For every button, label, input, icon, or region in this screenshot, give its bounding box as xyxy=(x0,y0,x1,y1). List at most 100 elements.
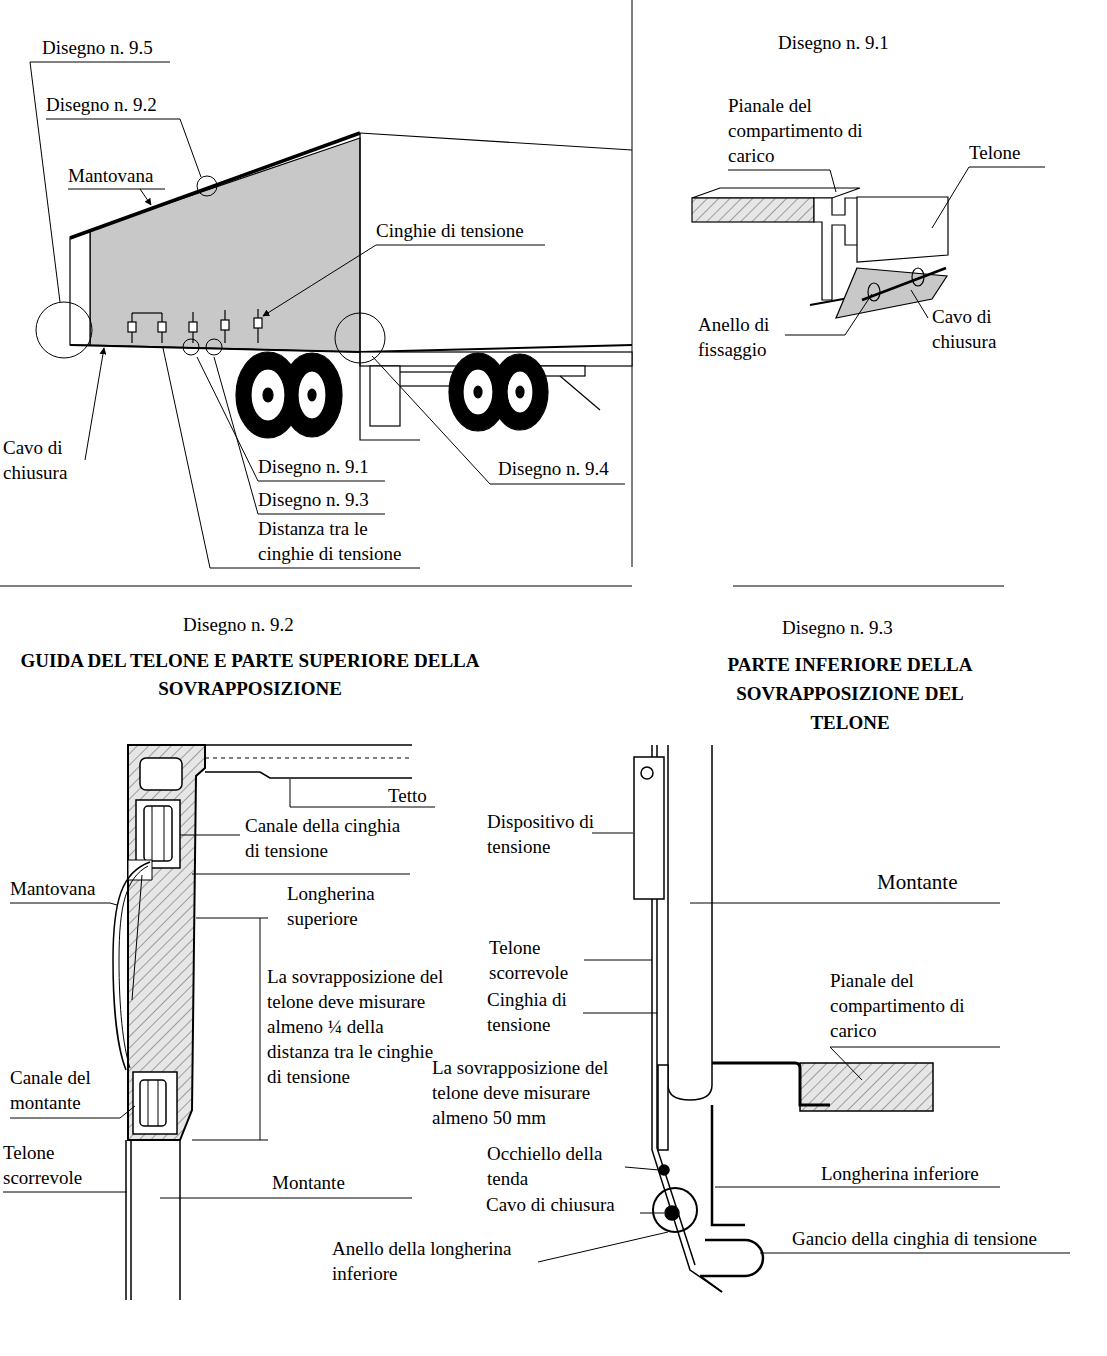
part-label: Distanza tra le cinghie di tensione xyxy=(258,516,428,566)
lower-rail-section xyxy=(653,1188,697,1232)
trailer-illustration xyxy=(70,231,90,345)
dimension-line xyxy=(192,918,268,1140)
leader-line xyxy=(728,170,836,192)
upper-rail-section xyxy=(164,806,165,861)
lower-rail-section xyxy=(641,767,653,779)
part-label: Longherina inferiore xyxy=(821,1161,979,1186)
part-label: Longherina superiore xyxy=(287,881,407,931)
upper-rail-section xyxy=(152,806,153,861)
floor-detail-illustration xyxy=(912,268,924,286)
leader-line xyxy=(830,1047,1000,1080)
leader-line xyxy=(760,1253,1070,1254)
floor-detail-illustration xyxy=(692,188,948,318)
leader-line xyxy=(715,1187,1000,1188)
upper-rail-section xyxy=(140,758,182,790)
part-label: Occhiello della tenda xyxy=(487,1141,637,1191)
part-label: Disegno n. 9.3 xyxy=(258,487,369,512)
part-label: Tetto xyxy=(388,783,427,808)
leader-line xyxy=(728,167,1045,335)
detail-circle xyxy=(206,339,222,355)
trailer-illustration xyxy=(540,366,585,376)
lower-rail-section xyxy=(700,1240,763,1276)
trailer-illustration xyxy=(474,386,482,398)
part-label: Pianale del compartimento di carico xyxy=(728,93,870,168)
leader-line xyxy=(290,779,435,807)
tension-strap-symbol xyxy=(189,322,197,332)
lower-rail-section xyxy=(700,1276,722,1292)
trailer-illustration xyxy=(560,376,600,410)
upper-rail-section xyxy=(130,1140,132,1300)
trailer-illustration xyxy=(308,389,316,401)
trailer-illustration xyxy=(70,133,632,440)
leader-line xyxy=(160,1198,412,1199)
part-label: Canale del montante xyxy=(10,1065,140,1115)
part-label: Cavo di chiusura xyxy=(3,435,103,485)
leader-line xyxy=(583,1013,657,1014)
lower-rail-section xyxy=(659,1165,669,1175)
part-label: Disegno n. 9.4 xyxy=(498,456,609,481)
tension-strap-symbol xyxy=(254,318,262,328)
dimension-line xyxy=(192,1140,268,1141)
part-label: Anello di fissaggio xyxy=(698,312,808,362)
lower-rail-section xyxy=(658,1065,668,1150)
upper-rail-section xyxy=(136,800,180,868)
leader-line xyxy=(68,189,165,190)
detail-circle xyxy=(197,176,217,196)
upper-rail-section xyxy=(128,745,205,1140)
trailer-illustration xyxy=(360,133,632,150)
trailer-illustration xyxy=(70,345,360,352)
lower-rail-section xyxy=(712,1105,745,1225)
detail-circle xyxy=(183,339,199,355)
lower-rail-section xyxy=(634,745,933,1292)
leader-line xyxy=(372,356,625,484)
leader-line xyxy=(3,1192,127,1193)
part-label: Mantovana xyxy=(10,876,95,901)
leader-line xyxy=(197,357,385,481)
trailer-illustration xyxy=(370,366,400,426)
leader-line xyxy=(538,833,1070,1262)
part-label: Cinghie di tensione xyxy=(376,218,524,243)
part-label: Dispositivo di tensione xyxy=(487,809,597,859)
upper-rail-section xyxy=(148,1080,149,1126)
upper-rail-section xyxy=(205,758,412,759)
trailer-illustration xyxy=(359,133,360,352)
leader-line xyxy=(30,62,170,302)
leader-line xyxy=(625,1167,659,1170)
dimension-line xyxy=(196,918,268,919)
part-label: Cavo di chiusura xyxy=(486,1192,615,1217)
tension-strap-symbol xyxy=(221,320,229,330)
trailer-illustration xyxy=(516,386,524,398)
part-label: Telone scorrevole xyxy=(489,935,599,985)
tension-strap-symbol xyxy=(128,309,262,343)
upper-rail-section xyxy=(179,1140,181,1300)
floor-detail-illustration xyxy=(692,198,814,222)
tension-strap-symbol xyxy=(128,322,136,332)
upper-rail-section xyxy=(113,862,150,1070)
leader-line xyxy=(911,290,928,318)
upper-rail-section xyxy=(144,806,172,861)
leader-line xyxy=(85,348,104,460)
part-label: Disegno n. 9.2 xyxy=(183,612,294,637)
trailer-illustration xyxy=(360,345,632,352)
part-label: Telone scorrevole xyxy=(3,1140,113,1190)
floor-detail-illustration xyxy=(862,268,946,300)
lower-rail-section xyxy=(634,757,664,899)
panel-divider xyxy=(733,586,1004,587)
leader-line xyxy=(932,167,1045,228)
part-label: La sovrapposizione del telone deve misur… xyxy=(432,1055,647,1130)
part-label: Mantovana xyxy=(68,163,153,188)
part-label: Cinghia di tensione xyxy=(487,987,607,1037)
panel-heading: PARTE INFERIORE DELLA SOVRAPPOSIZIONE DE… xyxy=(700,650,1000,737)
trailer-illustration xyxy=(463,369,493,415)
dimension-line xyxy=(260,918,261,1140)
leader-line xyxy=(180,835,240,836)
upper-rail-section xyxy=(133,1072,177,1134)
panel-divider xyxy=(0,0,1004,586)
floor-detail-illustration xyxy=(836,268,947,318)
detail-circle xyxy=(335,313,385,363)
floor-detail-illustration xyxy=(868,283,880,301)
part-label: Gancio della cinghia di tensione xyxy=(792,1226,1037,1251)
tension-strap-symbol xyxy=(132,312,162,313)
part-label: Disegno n. 9.1 xyxy=(258,454,369,479)
